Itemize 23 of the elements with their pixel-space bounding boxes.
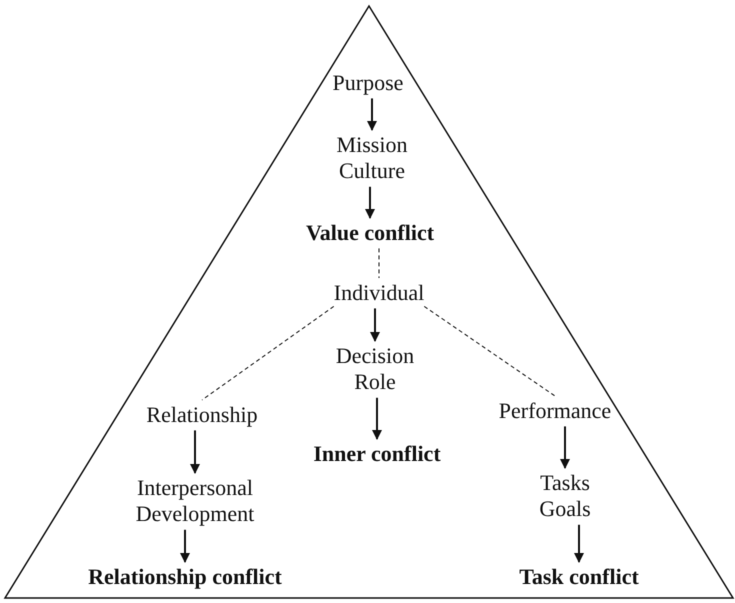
dashed-line <box>202 306 334 400</box>
dashed-line <box>424 306 556 396</box>
arrow <box>365 186 375 219</box>
concept-label: Relationship <box>146 402 258 428</box>
dashed-line <box>378 248 380 278</box>
conflict-label: Inner conflict <box>313 441 441 468</box>
concept-label: Interpersonal Development <box>120 475 270 528</box>
arrow <box>370 308 380 342</box>
conflict-label: Value conflict <box>306 220 434 246</box>
arrow <box>574 524 584 563</box>
arrow <box>190 430 200 474</box>
concept-label: Purpose <box>332 70 404 96</box>
concept-label: Mission Culture <box>322 132 422 185</box>
arrow <box>560 426 570 469</box>
concept-label: Decision Role <box>325 343 425 396</box>
arrow <box>180 530 190 563</box>
concept-label: Tasks Goals <box>525 470 605 523</box>
conflict-label: Relationship conflict <box>88 564 282 590</box>
conflict-label: Task conflict <box>519 564 639 590</box>
concept-label: Individual <box>334 280 424 306</box>
concept-label: Performance <box>498 398 612 424</box>
arrow <box>372 398 382 440</box>
arrow <box>367 98 377 131</box>
